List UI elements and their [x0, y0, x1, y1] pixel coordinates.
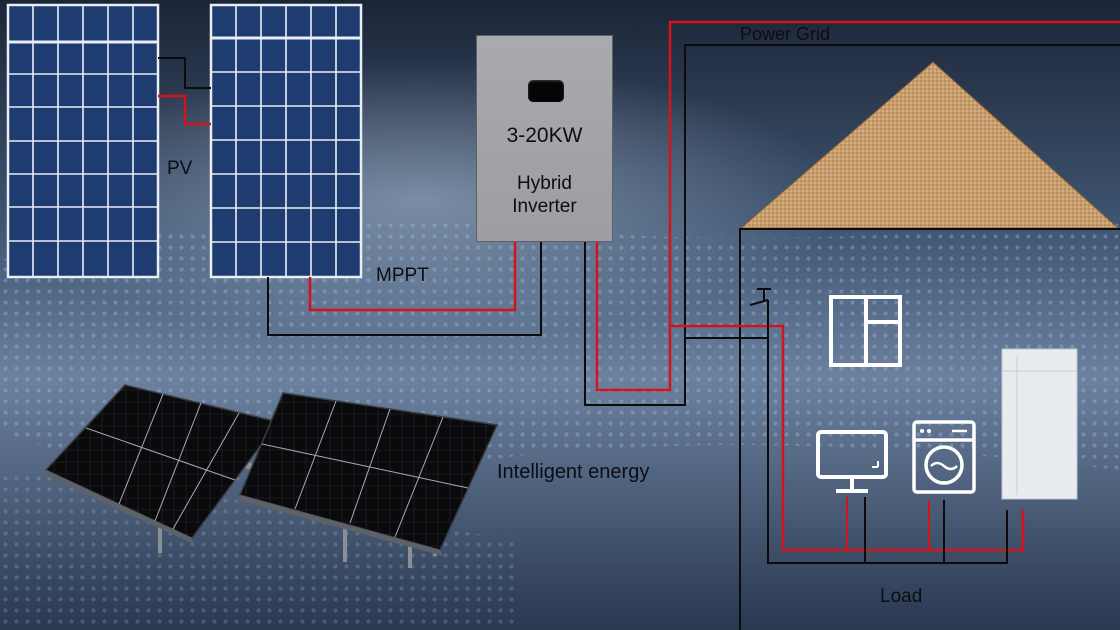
inverter-power-rating: 3-20KW: [506, 124, 583, 147]
house-wire-positive: [670, 324, 1025, 552]
panel-link-negative: [158, 57, 211, 89]
house-walls: [739, 228, 1120, 630]
pv-wire-positive: [308, 242, 517, 312]
pv-wire-negative: [267, 242, 542, 336]
pv-panel-right: [209, 3, 363, 279]
monitor-icon: [816, 430, 888, 493]
switch-icon: [749, 288, 771, 338]
pv-panel-left: [6, 3, 160, 279]
power-grid-label: Power Grid: [740, 24, 831, 44]
mppt-label: MPPT: [376, 265, 429, 286]
grid-wire-positive: [595, 20, 1120, 392]
load-label: Load: [880, 586, 923, 607]
washing-machine-icon: [912, 420, 976, 494]
house-wire-neutral: [685, 337, 1008, 564]
pv-label: PV: [167, 158, 193, 179]
refrigerator-icon: [1001, 348, 1078, 500]
inverter-display: [528, 80, 564, 102]
window-icon: [829, 295, 902, 367]
solar-array-illustration: [44, 384, 499, 568]
panel-link-positive: [158, 94, 211, 126]
grid-wire-neutral: [584, 44, 1120, 406]
appliance-drops: [846, 497, 945, 563]
intelligent-energy-label: Intelligent energy: [497, 461, 650, 483]
inverter-name: Hybrid Inverter: [512, 173, 577, 217]
hybrid-inverter: 3-20KW Hybrid Inverter: [476, 35, 613, 242]
